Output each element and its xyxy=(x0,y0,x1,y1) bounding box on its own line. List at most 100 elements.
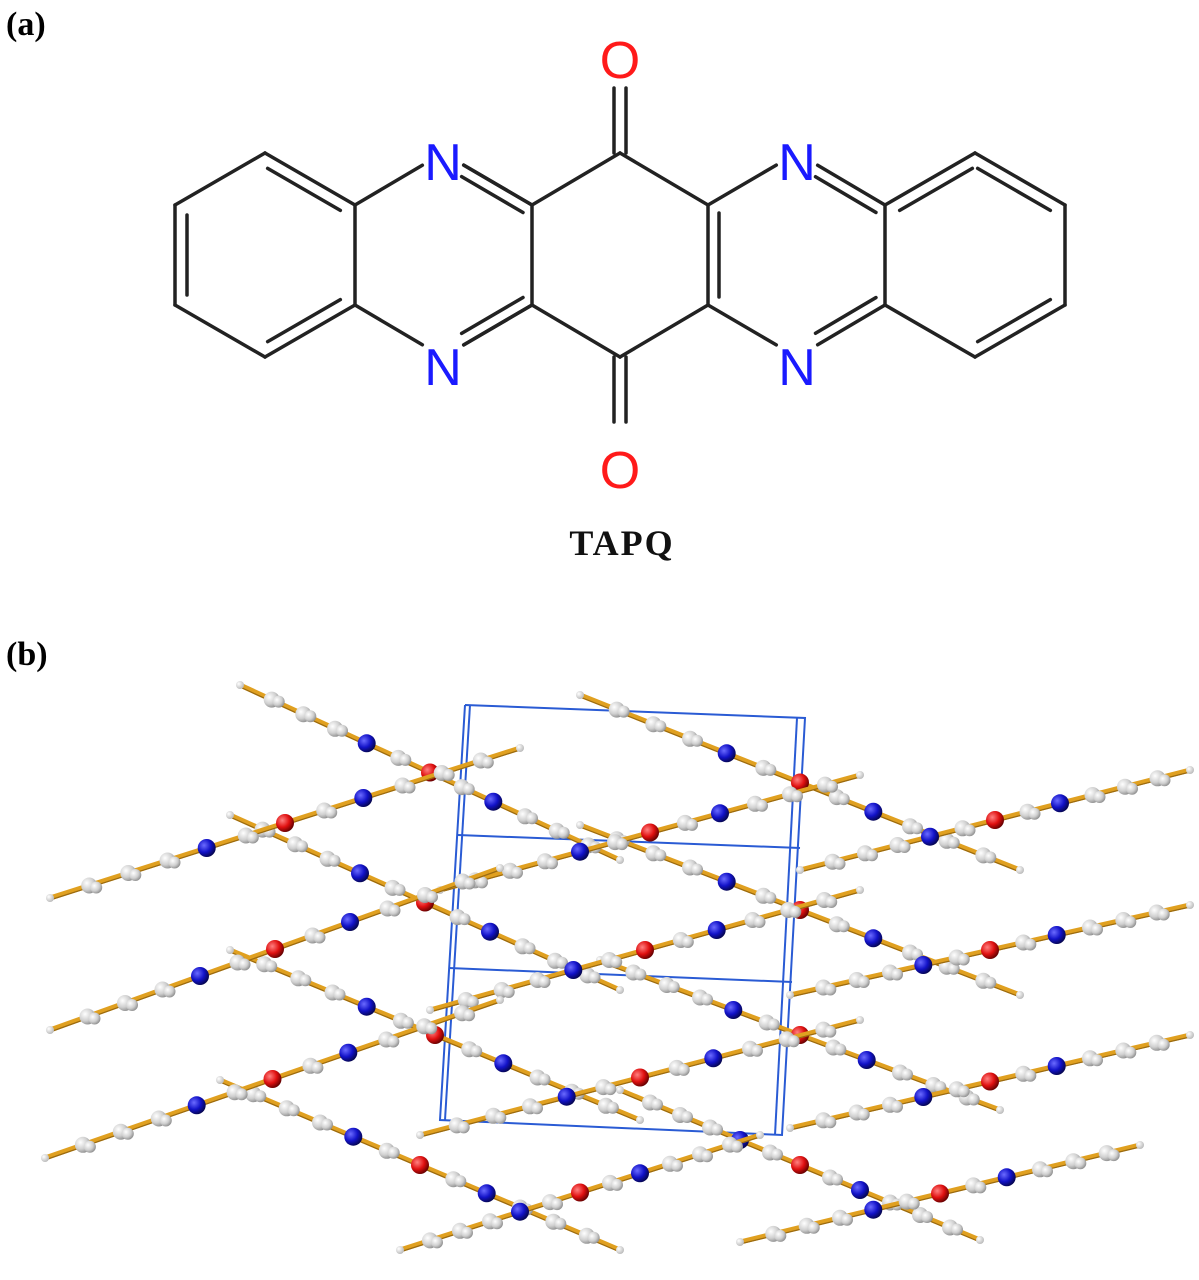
nitrogen-atom xyxy=(557,1087,576,1106)
hydrogen-atom xyxy=(1016,866,1024,874)
nitrogen-atom xyxy=(191,967,209,985)
carbon-atom xyxy=(898,841,911,853)
tapq-bond-skeleton xyxy=(173,86,1067,424)
carbon-atom xyxy=(588,971,601,984)
carbon-atom xyxy=(947,962,960,975)
hydrogen-atom xyxy=(976,1236,984,1244)
tapq-heteroatoms: N N N N O O xyxy=(424,32,816,500)
oxygen-atom xyxy=(981,1072,999,1091)
carbon-atom xyxy=(556,956,568,969)
bond-line xyxy=(459,295,525,336)
carbon-atom xyxy=(463,877,476,890)
carbon-atom xyxy=(807,1221,820,1234)
carbon-atom xyxy=(551,1198,563,1211)
nitrogen-atom xyxy=(1047,1057,1066,1075)
hydrogen-atom xyxy=(616,986,624,994)
carbon-atom xyxy=(789,906,802,918)
bond-line xyxy=(883,303,977,359)
carbon-atom xyxy=(907,1197,920,1210)
carbon-atom xyxy=(168,856,181,869)
carbon-atom xyxy=(587,1231,600,1244)
oxygen-atom xyxy=(641,823,659,842)
oxygen-atom-label: O xyxy=(600,442,640,500)
bond-line xyxy=(973,151,1067,207)
carbon-atom xyxy=(824,1116,837,1129)
nitrogen-atom xyxy=(851,1181,869,1199)
carbon-atom xyxy=(321,1118,333,1131)
hydrogen-atom xyxy=(426,1006,434,1014)
oxygen-atom xyxy=(791,1156,809,1174)
oxygen-atom xyxy=(263,1070,282,1088)
tapq-molecule xyxy=(396,1131,764,1254)
hydrogen-atom xyxy=(396,1246,404,1254)
oxygen-atom xyxy=(571,1183,589,1202)
carbon-atom xyxy=(129,869,142,881)
carbon-atom xyxy=(963,824,976,837)
hydrogen-atom xyxy=(616,856,624,864)
carbon-atom xyxy=(764,763,777,776)
bond-line xyxy=(265,166,343,213)
bond-line xyxy=(975,297,1053,344)
oxygen-atom-label: O xyxy=(600,32,640,90)
carbon-atom xyxy=(1041,1165,1053,1178)
hydrogen-atom xyxy=(496,864,504,872)
carbon-atom xyxy=(841,1213,853,1226)
hydrogen-atom xyxy=(786,991,794,999)
carbon-atom xyxy=(538,976,551,988)
carbon-atom xyxy=(654,849,667,862)
nitrogen-atom xyxy=(187,1096,206,1115)
bond-line xyxy=(263,303,357,359)
oxygen-atom xyxy=(981,941,999,959)
hydrogen-atom xyxy=(41,1154,49,1162)
carbon-atom xyxy=(774,1229,787,1242)
tapq-molecule xyxy=(786,901,1194,999)
carbon-atom xyxy=(494,1111,507,1124)
carbon-atom xyxy=(826,780,838,793)
carbon-atom xyxy=(901,1068,913,1081)
nitrogen-atom xyxy=(864,802,883,821)
carbon-atom xyxy=(1024,1069,1037,1082)
carbon-atom xyxy=(442,769,455,781)
carbon-atom xyxy=(1124,1046,1137,1059)
oxygen-atom xyxy=(276,814,294,832)
nitrogen-atom xyxy=(704,1049,723,1068)
hydrogen-atom xyxy=(516,744,524,752)
bond-line xyxy=(815,303,887,347)
nitrogen-atom-label: N xyxy=(424,339,462,397)
nitrogen-atom-label: N xyxy=(778,134,816,192)
carbon-atom xyxy=(333,988,346,1001)
nitrogen-atom xyxy=(511,1202,529,1221)
hydrogen-atom xyxy=(226,811,234,819)
carbon-atom xyxy=(296,840,308,853)
nitrogen-atom xyxy=(339,1043,358,1062)
carbon-atom xyxy=(511,866,523,879)
nitrogen-atom xyxy=(857,1051,876,1069)
carbon-atom xyxy=(163,985,176,998)
carbon-atom xyxy=(1028,807,1041,820)
hydrogen-atom xyxy=(1186,766,1194,774)
carbon-atom xyxy=(523,942,536,955)
carbon-atom xyxy=(984,851,997,864)
hydrogen-atom xyxy=(1186,901,1194,909)
carbon-atom xyxy=(891,1100,903,1113)
molecule-stacks xyxy=(41,681,1194,1254)
carbon-atom xyxy=(399,753,412,766)
carbon-atom xyxy=(921,1211,933,1223)
carbon-atom xyxy=(751,1044,763,1057)
carbon-atom xyxy=(701,1150,713,1163)
carbon-atom xyxy=(238,958,251,971)
carbon-atom xyxy=(617,705,630,718)
nitrogen-atom xyxy=(481,922,499,941)
carbon-atom xyxy=(328,854,341,867)
carbon-atom xyxy=(476,876,488,889)
carbon-atom xyxy=(387,1146,400,1159)
tapq-molecule xyxy=(426,886,864,1014)
hydrogen-atom xyxy=(416,1131,424,1139)
carbon-atom xyxy=(1093,791,1106,803)
carbon-atom xyxy=(454,1175,467,1188)
carbon-atom xyxy=(265,960,278,973)
tapq-molecule xyxy=(616,1086,984,1244)
carbon-atom xyxy=(83,1140,96,1153)
carbon-atom xyxy=(458,913,471,926)
carbon-atom xyxy=(403,781,416,794)
